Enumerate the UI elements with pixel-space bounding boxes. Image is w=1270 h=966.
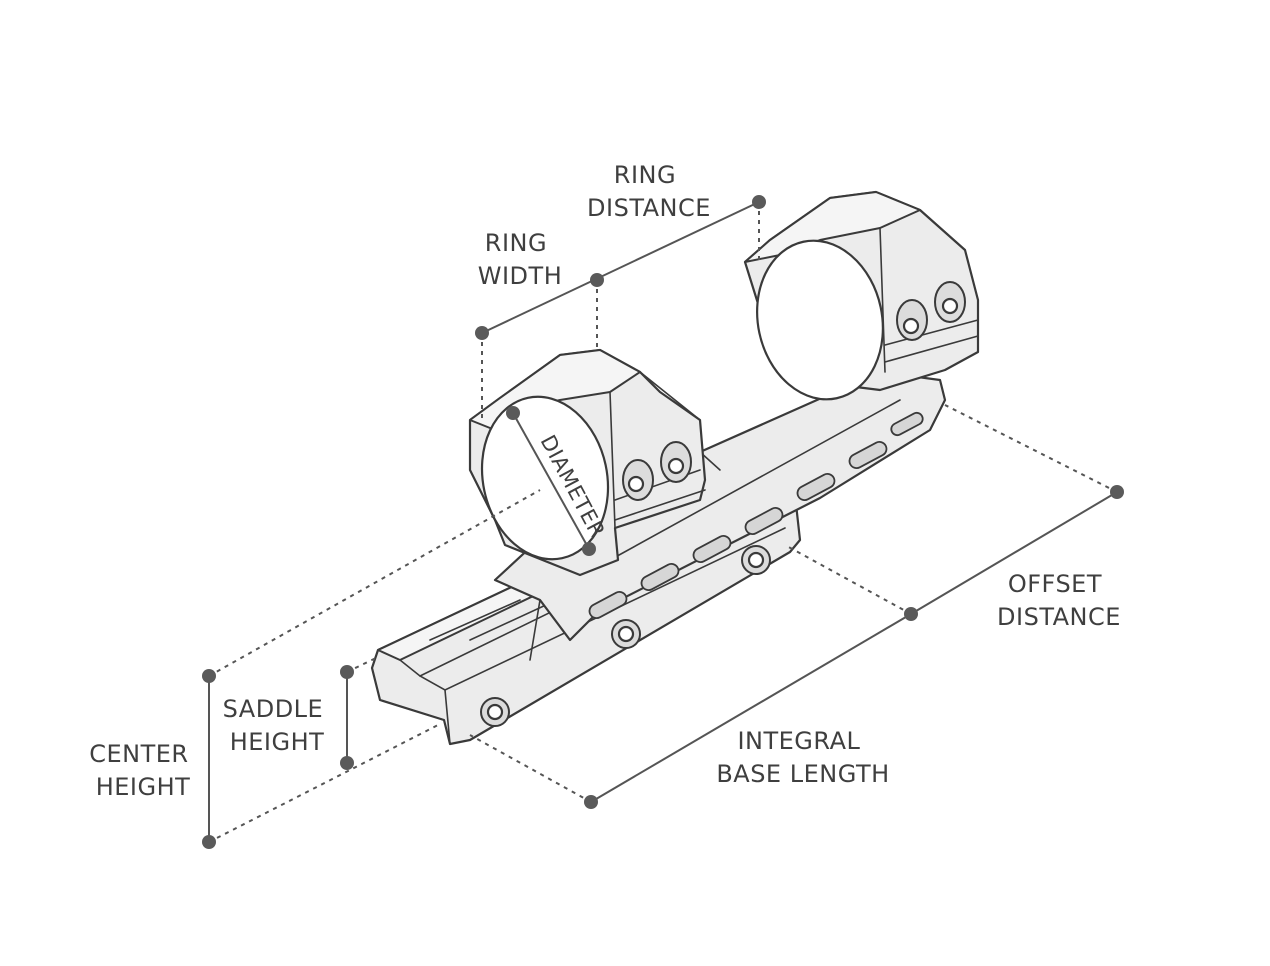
saddle-height-label: SADDLE HEIGHT xyxy=(223,695,332,756)
offset-distance-label: OFFSET DISTANCE xyxy=(997,570,1121,631)
dimension-dots xyxy=(202,195,1124,849)
integral-base-length-label: INTEGRAL BASE LENGTH xyxy=(716,727,889,788)
dot xyxy=(202,669,216,683)
rear-ring xyxy=(743,190,980,401)
front-ring xyxy=(468,348,707,577)
dot xyxy=(590,273,604,287)
dot xyxy=(475,326,489,340)
ring-distance-label: RING DISTANCE xyxy=(587,161,711,222)
ring-width-label: RING WIDTH xyxy=(478,229,563,290)
dot xyxy=(202,835,216,849)
ring-distance-line xyxy=(481,201,760,334)
dot xyxy=(904,607,918,621)
center-height-label: CENTER HEIGHT xyxy=(89,740,197,801)
dot xyxy=(1110,485,1124,499)
scope-mount-illustration xyxy=(370,190,980,746)
dot xyxy=(584,795,598,809)
dot xyxy=(340,756,354,770)
dot xyxy=(506,406,520,420)
dot xyxy=(582,542,596,556)
offset-distance-line xyxy=(910,491,1118,615)
integral-base-length-line xyxy=(590,613,912,803)
dot xyxy=(340,665,354,679)
diameter-line xyxy=(512,412,590,550)
dimension-lines xyxy=(208,201,1118,843)
dimension-labels: RING DISTANCE RING WIDTH DIAMETER OFFSET… xyxy=(89,161,1121,801)
dot xyxy=(752,195,766,209)
